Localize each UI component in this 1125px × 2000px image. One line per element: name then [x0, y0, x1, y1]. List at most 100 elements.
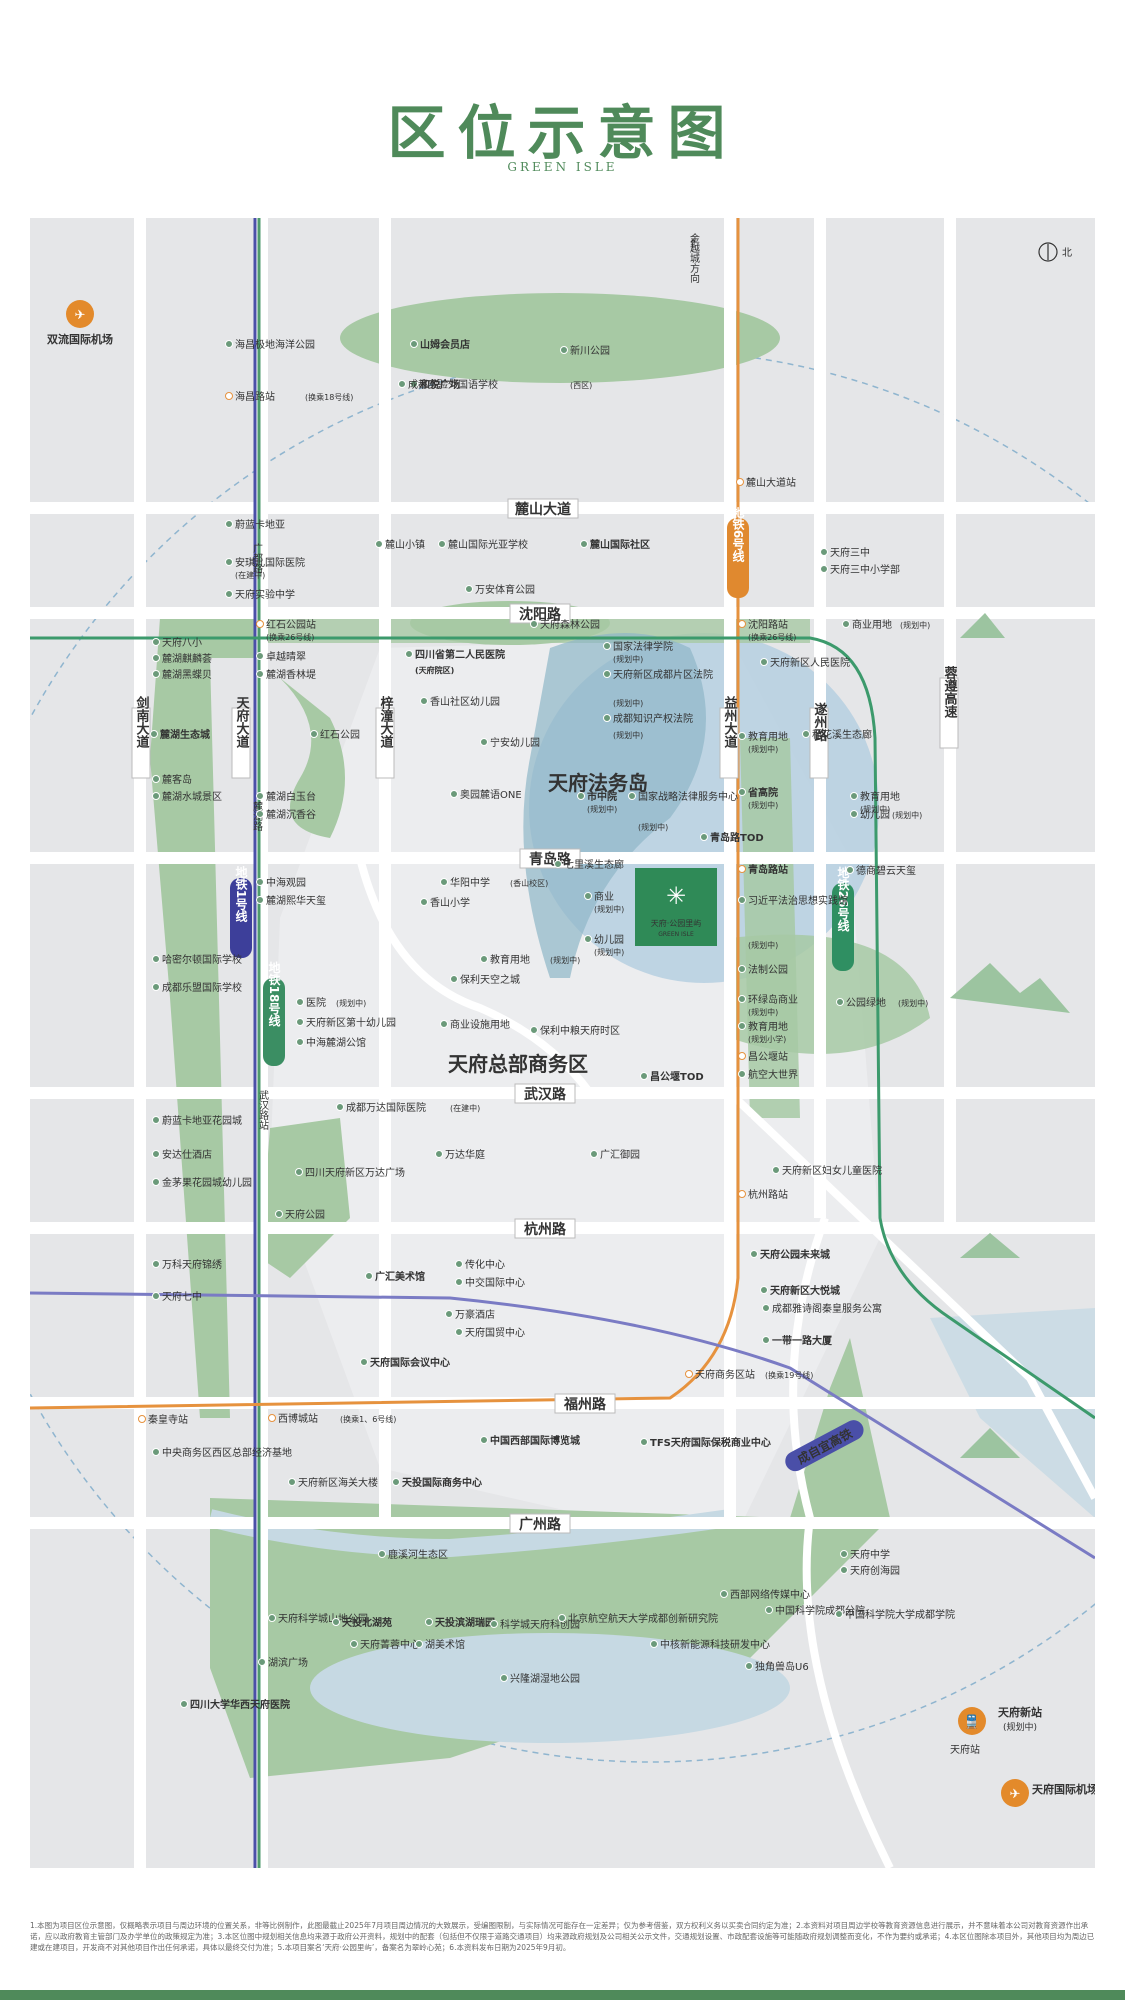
- poi-lushan_comm[interactable]: 麓山国际社区: [580, 538, 651, 551]
- poi-cas_univ[interactable]: 中国科学院大学成都学院: [835, 1608, 956, 1621]
- poi-qingdao_stn[interactable]: 青岛路站: [738, 863, 789, 876]
- poi-tf3[interactable]: 天府三中: [820, 546, 871, 559]
- poi-west_media[interactable]: 西部网络传媒中心: [720, 1588, 811, 1601]
- poi-baiyu[interactable]: 麓湖白玉台: [256, 790, 317, 803]
- poi-tf8[interactable]: 天府八小: [152, 636, 203, 649]
- poi-edu_land4_sub[interactable]: (规划小学): [748, 1034, 786, 1044]
- poi-samsclub[interactable]: 山姆会员店: [410, 338, 471, 351]
- poi-tf7[interactable]: 天府七中: [152, 1290, 203, 1303]
- poi-media[interactable]: 传化中心: [455, 1258, 506, 1271]
- poi-tf3_primary[interactable]: 天府三中小学部: [820, 563, 901, 576]
- poi-hangzhou_stn[interactable]: 杭州路站: [738, 1188, 789, 1201]
- poi-ningan[interactable]: 宁安幼儿园: [480, 736, 541, 749]
- poi-commerce_sub[interactable]: (规划中): [594, 904, 624, 914]
- poi-xi_law[interactable]: 习近平法治思想实践馆: [738, 894, 849, 907]
- poi-wanda_hua[interactable]: 万达华庭: [435, 1148, 486, 1161]
- poi-expo[interactable]: 中国西部国际博览城: [480, 1434, 581, 1447]
- poi-tf_people_hosp[interactable]: 天府新区人民医院: [760, 656, 851, 669]
- poi-ip_court[interactable]: 成都知识产权法院: [603, 712, 694, 725]
- poi-xinchuan[interactable]: 新川公园: [560, 344, 611, 357]
- poi-hangtian[interactable]: 航空大世界: [738, 1068, 799, 1081]
- poi-tf10_kg[interactable]: 天府新区第十幼儿园: [296, 1016, 397, 1029]
- poi-lushan_town[interactable]: 麓山小镇: [375, 538, 426, 551]
- poi-high_court[interactable]: 省高院: [738, 786, 779, 799]
- poi-aoyuan[interactable]: 奥园麓语ONE: [450, 788, 522, 801]
- poi-weilan[interactable]: 蔚蓝卡地亚: [225, 518, 286, 531]
- poi-zhongguo_intl[interactable]: 中交国际中心: [455, 1276, 526, 1289]
- poi-tf_forest[interactable]: 天府森林公园: [530, 618, 601, 631]
- poi-anda[interactable]: 安达仕酒店: [152, 1148, 213, 1161]
- poi-xibo_stn[interactable]: 西博城站: [268, 1412, 319, 1425]
- poi-tfs[interactable]: TFS天府国际保税商业中心: [640, 1436, 771, 1449]
- poi-wanhao[interactable]: 万豪酒店: [445, 1308, 496, 1321]
- project-marker[interactable]: [635, 868, 717, 946]
- poi-poly_zg[interactable]: 保利中粮天府时区: [530, 1024, 621, 1037]
- poi-lu_river[interactable]: 鹿溪河生态区: [378, 1548, 449, 1561]
- poi-court_sub[interactable]: (规划中): [613, 698, 643, 708]
- location-map[interactable]: ✳ 天府·公园里屿 GREEN ISLE 天府法务岛 天府总部商务区 麓山大道 …: [30, 218, 1095, 1868]
- poi-luke[interactable]: 麓客岛: [152, 773, 193, 786]
- poi-hospital_plan_sub[interactable]: (规划中): [336, 998, 366, 1008]
- poi-shenyang_stn_sub[interactable]: (换乘26号线): [748, 632, 796, 642]
- poi-edu_land3_sub[interactable]: (规划中): [550, 955, 580, 965]
- poi-belt_road[interactable]: 一带一路大厦: [762, 1334, 833, 1347]
- poi-chenxiang[interactable]: 麓湖沉香谷: [256, 808, 317, 821]
- poi-xianglin[interactable]: 麓湖香林堤: [256, 668, 317, 681]
- poi-ip_court_sub[interactable]: (规划中): [613, 730, 643, 740]
- poi-edu_land4[interactable]: 教育用地: [738, 1020, 789, 1033]
- poi-xichun[interactable]: 麓湖熙华天玺: [256, 894, 327, 907]
- poi-keji[interactable]: 科学城天府科创园: [490, 1618, 581, 1631]
- poi-zhongke[interactable]: 中核新能源科技研发中心: [650, 1638, 771, 1651]
- poi-midcourt_sub[interactable]: (规划中): [587, 804, 617, 814]
- poi-poly_air[interactable]: 保利天空之城: [450, 973, 521, 986]
- poi-qinhuang_stn[interactable]: 秦皇寺站: [138, 1413, 189, 1426]
- poi-anqi_sub[interactable]: (在建中): [235, 570, 265, 580]
- poi-kg[interactable]: 幼儿园: [850, 808, 891, 821]
- poi-wanke[interactable]: 万科天府锦绣: [152, 1258, 223, 1271]
- poi-midcourt[interactable]: 市中院: [577, 790, 618, 803]
- poi-lushan_school[interactable]: 麓山国际光亚学校: [438, 538, 529, 551]
- poi-huaxi[interactable]: 四川大学华西天府医院: [180, 1698, 291, 1711]
- poi-wanan[interactable]: 万安体育公园: [465, 583, 536, 596]
- poi-dujiao[interactable]: 独角兽岛U6: [745, 1660, 809, 1673]
- poi-biz_land[interactable]: 商业用地: [842, 618, 893, 631]
- poi-zhonghai_lu[interactable]: 中海麓湖公馆: [296, 1036, 367, 1049]
- poi-luhu_eco[interactable]: 麓湖生态城: [150, 728, 211, 741]
- poi-lushan_stn[interactable]: 麓山大道站: [736, 476, 797, 489]
- poi-shuijing[interactable]: 麓湖水城景区: [152, 790, 223, 803]
- poi-xiangshan_primary[interactable]: 香山小学: [420, 896, 471, 909]
- poi-edu_land[interactable]: 教育用地: [738, 730, 789, 743]
- poi-intl_trade[interactable]: 天府国贸中心: [455, 1326, 526, 1339]
- poi-hospital_plan[interactable]: 医院: [296, 996, 327, 1009]
- poi-kg_sub[interactable]: (规划中): [892, 810, 922, 820]
- poi-dehao[interactable]: 德商碧云天玺: [846, 864, 917, 877]
- poi-wanda_plaza[interactable]: 四川天府新区万达广场: [295, 1166, 406, 1179]
- poi-tf_biz_stn_sub[interactable]: (换乘19号线): [765, 1370, 813, 1380]
- poi-xibo_stn_sub[interactable]: (换乘1、6号线): [340, 1414, 396, 1424]
- poi-art_museum[interactable]: 广汇美术馆: [365, 1270, 426, 1283]
- poi-kg2[interactable]: 幼儿园: [584, 933, 625, 946]
- poi-chengshi_school[interactable]: 成都实验外国语学校: [398, 378, 499, 391]
- poi-tian_biz[interactable]: 天投国际商务中心: [392, 1476, 483, 1489]
- poi-public_green_sub[interactable]: (规划中): [898, 998, 928, 1008]
- poi-huanlv_sub[interactable]: (规划中): [748, 1007, 778, 1017]
- poi-high_court_sub[interactable]: (规划中): [748, 800, 778, 810]
- poi-tf_middle[interactable]: 天府中学: [840, 1548, 891, 1561]
- poi-edu_land2[interactable]: 教育用地: [850, 790, 901, 803]
- poi-hamer[interactable]: 哈密尔顿国际学校: [152, 953, 243, 966]
- poi-shenyang_stn[interactable]: 沈阳路站: [738, 618, 789, 631]
- poi-law_center[interactable]: 国家战略法律服务中心: [628, 790, 739, 803]
- poi-biz_land_sub[interactable]: (规划中): [900, 620, 930, 630]
- poi-tf_shiyan[interactable]: 天府实验中学: [225, 588, 296, 601]
- poi-guanghui[interactable]: 广汇御园: [590, 1148, 641, 1161]
- poi-hongshi_sub[interactable]: (换乘26号线): [266, 632, 314, 642]
- poi-tf_green[interactable]: 天府菁蓉中心: [350, 1638, 421, 1651]
- poi-edu_land2_sub[interactable]: (规划中): [860, 804, 890, 814]
- poi-law_school_sub[interactable]: (规划中): [613, 654, 643, 664]
- poi-xiangshan_kg[interactable]: 香山社区幼儿园: [420, 695, 501, 708]
- poi-hospital2[interactable]: 四川省第二人民医院: [405, 648, 506, 661]
- poi-xi_law_sub[interactable]: (规划中): [748, 940, 778, 950]
- poi-jinmao[interactable]: 金茅果花园城幼儿园: [152, 1176, 253, 1189]
- poi-child_hosp[interactable]: 天府新区妇女儿童医院: [772, 1164, 883, 1177]
- poi-hangkong[interactable]: 北京航空航天大学成都创新研究院: [558, 1612, 719, 1625]
